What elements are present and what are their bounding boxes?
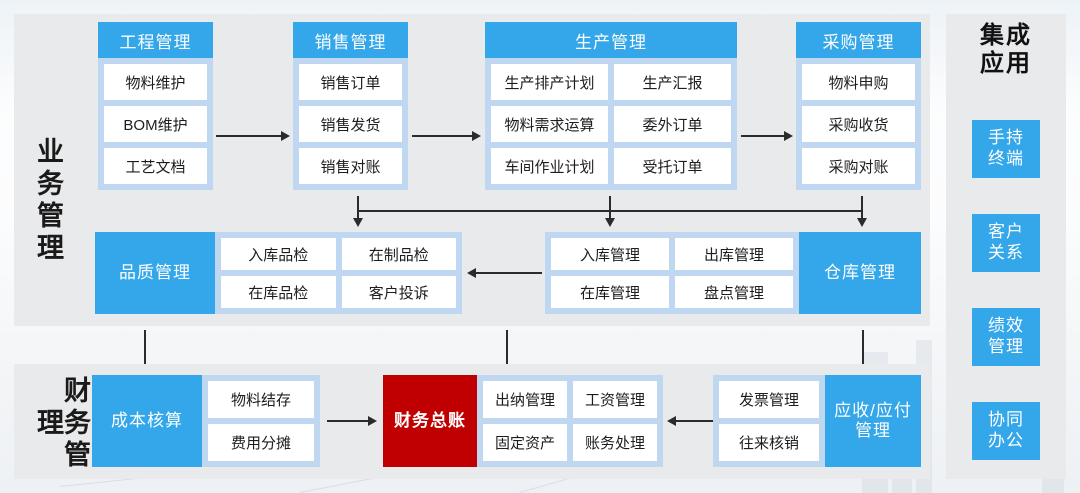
module-item[interactable]: 盘点管理: [675, 276, 793, 308]
module-item[interactable]: 固定资产: [483, 424, 567, 461]
module-item[interactable]: 生产排产计划: [491, 64, 608, 100]
finance-panel-title: 财务管理: [33, 376, 90, 472]
module-item[interactable]: 受托订单: [614, 148, 731, 184]
card-receivable-payable-body: 发票管理 往来核销: [713, 375, 825, 467]
card-production-header: 生产管理: [485, 22, 737, 58]
arrowhead-down: [353, 218, 363, 227]
card-quality[interactable]: 品质管理 入库品检 在制品检 在库品检 客户投诉: [95, 232, 462, 314]
module-item[interactable]: 销售发货: [299, 106, 402, 142]
connector-production-to-purchasing: [741, 135, 785, 137]
connector-warehouse-to-receivable: [862, 330, 864, 366]
connector-quality-to-cost: [144, 330, 146, 366]
module-item[interactable]: 车间作业计划: [491, 148, 608, 184]
connector-bus-drop-sales: [357, 196, 359, 220]
module-item[interactable]: 采购收货: [802, 106, 915, 142]
module-item[interactable]: 生产汇报: [614, 64, 731, 100]
integrated-app-label-line2: 管理: [988, 337, 1024, 356]
card-engineering[interactable]: 工程管理 物料维护 BOM维护 工艺文档: [98, 22, 213, 190]
module-item[interactable]: 工艺文档: [104, 148, 207, 184]
module-item[interactable]: 出纳管理: [483, 381, 567, 418]
card-receivable-payable-label: 应收/应付 管理: [825, 375, 921, 467]
integrated-app-collaborative-office[interactable]: 协同 办公: [972, 402, 1040, 460]
module-item[interactable]: 销售对账: [299, 148, 402, 184]
connector-middle-to-ledger: [506, 330, 508, 366]
integrated-app-handheld-terminal[interactable]: 手持 终端: [972, 120, 1040, 178]
module-item[interactable]: 物料维护: [104, 64, 207, 100]
arrowhead-right: [472, 131, 481, 141]
connector-bus-drop-production: [609, 196, 611, 220]
connector-bus-drop-warehouse: [861, 196, 863, 220]
integrated-app-label-line1: 客户: [988, 222, 1024, 242]
card-general-ledger[interactable]: 财务总账 出纳管理 工资管理 固定资产 账务处理: [383, 375, 663, 467]
card-engineering-body: 物料维护 BOM维护 工艺文档: [98, 58, 213, 190]
module-item[interactable]: 客户投诉: [341, 276, 456, 308]
card-warehouse-label: 仓库管理: [799, 232, 921, 314]
connector-engineering-to-sales: [216, 135, 282, 137]
integrated-apps-title-line2: 应用: [980, 50, 1032, 78]
arrowhead-left: [467, 268, 476, 278]
module-item[interactable]: 费用分摊: [208, 424, 314, 461]
card-production[interactable]: 生产管理 生产排产计划 生产汇报 物料需求运算 委外订单 车间作业计划 受托订单: [485, 22, 737, 190]
card-sales[interactable]: 销售管理 销售订单 销售发货 销售对账: [293, 22, 408, 190]
integrated-app-label-line2: 办公: [988, 431, 1024, 450]
integrated-app-label-line1: 协同: [988, 410, 1024, 430]
card-purchasing[interactable]: 采购管理 物料申购 采购收货 采购对账: [796, 22, 921, 190]
module-item[interactable]: 出库管理: [675, 238, 793, 270]
arrowhead-down: [605, 218, 615, 227]
module-item[interactable]: 物料申购: [802, 64, 915, 100]
module-item[interactable]: 入库品检: [221, 238, 336, 270]
module-item[interactable]: BOM维护: [104, 106, 207, 142]
card-cost-accounting[interactable]: 成本核算 物料结存 费用分摊: [92, 375, 320, 467]
card-quality-label: 品质管理: [95, 232, 215, 314]
card-receivable-payable[interactable]: 发票管理 往来核销 应收/应付 管理: [713, 375, 921, 467]
arrowhead-right: [368, 416, 377, 426]
connector-cost-to-ledger: [327, 420, 369, 422]
integrated-app-label-line1: 手持: [988, 128, 1024, 148]
card-general-ledger-label: 财务总账: [383, 375, 477, 467]
module-item[interactable]: 销售订单: [299, 64, 402, 100]
module-item[interactable]: 委外订单: [614, 106, 731, 142]
card-engineering-header: 工程管理: [98, 22, 213, 58]
module-item[interactable]: 往来核销: [719, 424, 819, 461]
module-item[interactable]: 入库管理: [551, 238, 669, 270]
integrated-app-label-line1: 绩效: [988, 316, 1024, 336]
module-item[interactable]: 工资管理: [573, 381, 657, 418]
arrowhead-right: [784, 131, 793, 141]
integrated-app-label-line2: 终端: [988, 149, 1024, 168]
module-item[interactable]: 发票管理: [719, 381, 819, 418]
arrowhead-right: [281, 131, 290, 141]
arrowhead-down: [857, 218, 867, 227]
card-receivable-payable-label-line2: 管理: [855, 421, 891, 440]
module-item[interactable]: 采购对账: [802, 148, 915, 184]
module-item[interactable]: 在库品检: [221, 276, 336, 308]
integrated-apps-title: 集成 应用: [946, 22, 1066, 79]
card-cost-accounting-body: 物料结存 费用分摊: [202, 375, 320, 467]
card-accounting-body: 出纳管理 工资管理 固定资产 账务处理: [477, 375, 663, 467]
module-item[interactable]: 物料结存: [208, 381, 314, 418]
connector-sales-to-production: [412, 135, 473, 137]
integrated-apps-title-line1: 集成: [980, 22, 1032, 49]
arrowhead-left: [667, 416, 676, 426]
business-panel-title: 业务管理: [33, 136, 63, 265]
module-item[interactable]: 物料需求运算: [491, 106, 608, 142]
card-warehouse-body: 入库管理 出库管理 在库管理 盘点管理: [545, 232, 799, 314]
card-purchasing-body: 物料申购 采购收货 采购对账: [796, 58, 921, 190]
connector-warehouse-to-quality: [476, 272, 542, 274]
card-sales-header: 销售管理: [293, 22, 408, 58]
card-purchasing-header: 采购管理: [796, 22, 921, 58]
integrated-app-label-line2: 关系: [988, 243, 1024, 262]
integrated-app-customer-relations[interactable]: 客户 关系: [972, 214, 1040, 272]
card-receivable-payable-label-line1: 应收/应付: [834, 400, 912, 420]
card-warehouse[interactable]: 入库管理 出库管理 在库管理 盘点管理 仓库管理: [545, 232, 921, 314]
connector-receivable-to-ledger: [675, 420, 719, 422]
card-sales-body: 销售订单 销售发货 销售对账: [293, 58, 408, 190]
card-cost-accounting-label: 成本核算: [92, 375, 202, 467]
card-quality-body: 入库品检 在制品检 在库品检 客户投诉: [215, 232, 462, 314]
card-production-body: 生产排产计划 生产汇报 物料需求运算 委外订单 车间作业计划 受托订单: [485, 58, 737, 190]
module-item[interactable]: 在库管理: [551, 276, 669, 308]
module-item[interactable]: 账务处理: [573, 424, 657, 461]
integrated-app-performance-management[interactable]: 绩效 管理: [972, 308, 1040, 366]
module-item[interactable]: 在制品检: [341, 238, 456, 270]
